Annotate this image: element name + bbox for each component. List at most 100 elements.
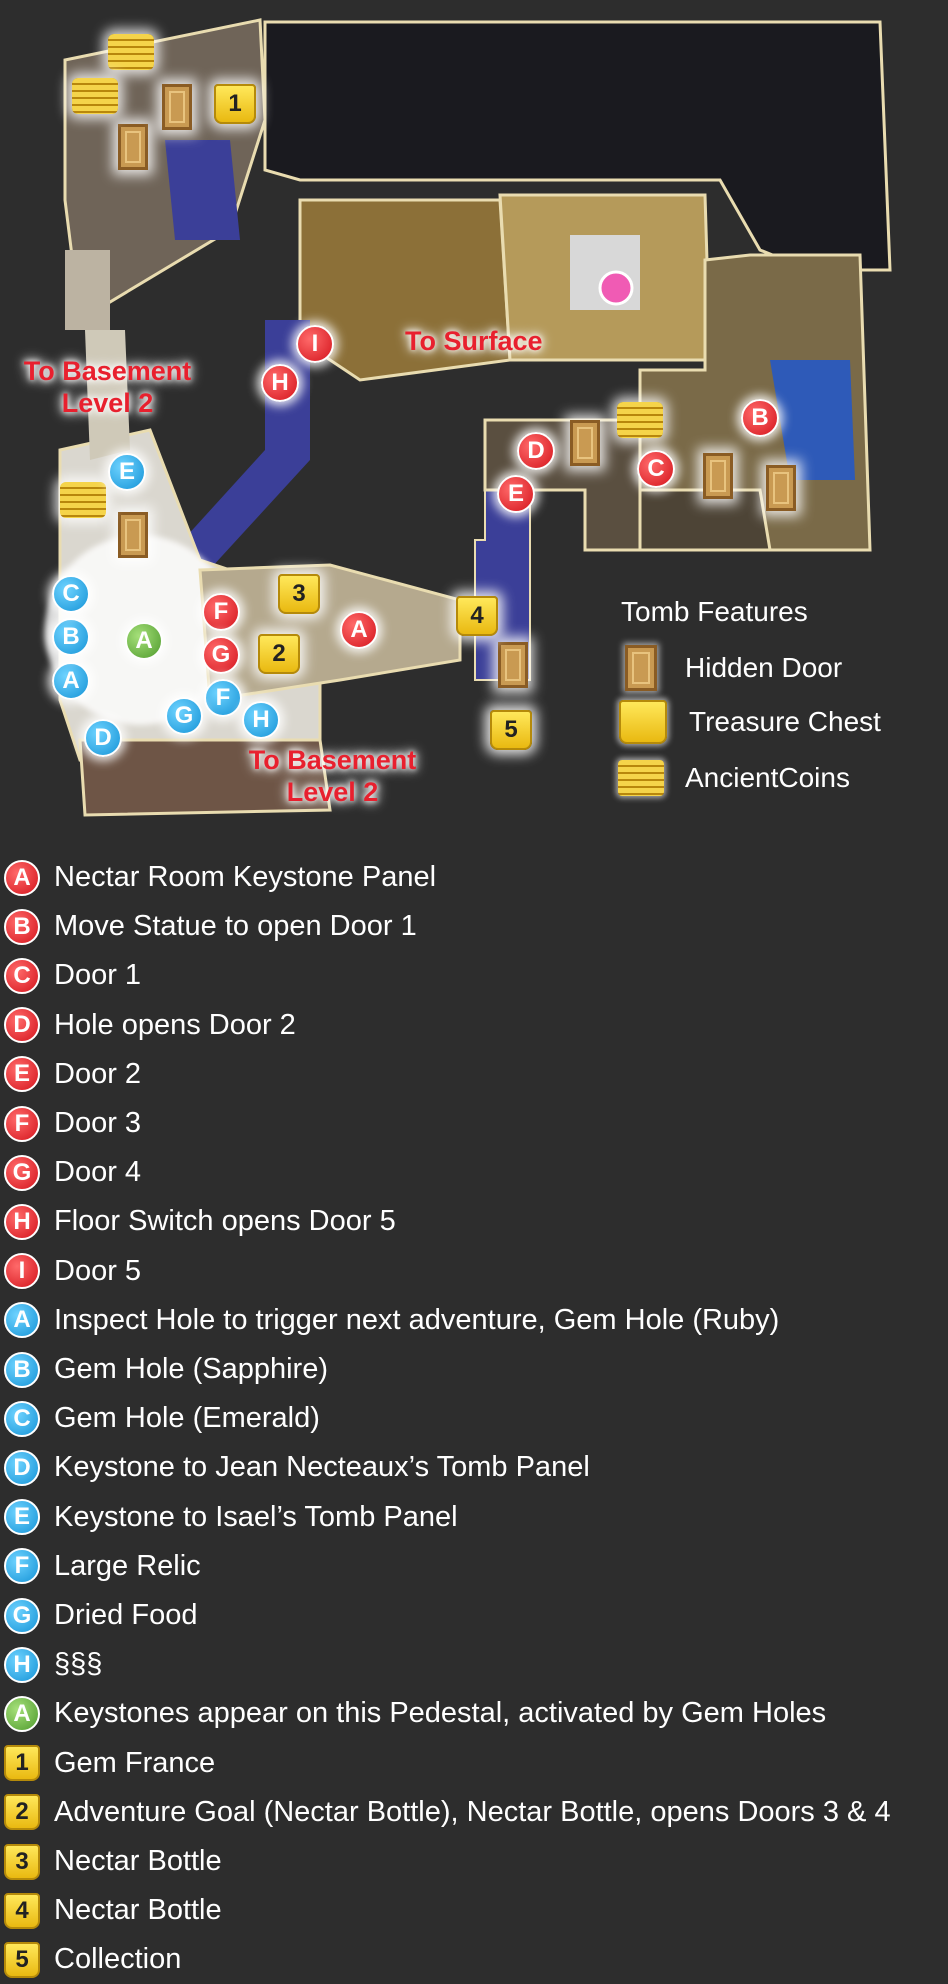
legend-item: A Nectar Room Keystone Panel (0, 853, 436, 902)
legend-item: D Keystone to Jean Necteaux’s Tomb Panel (0, 1443, 590, 1492)
legend-item: F Door 3 (0, 1099, 141, 1148)
map-marker-blue-A: A (52, 662, 90, 700)
hidden-door-icon (118, 512, 148, 558)
legend-item: 3 Nectar Bottle (0, 1837, 222, 1886)
legend-text: Nectar Bottle (54, 1845, 222, 1877)
legend-marker-red: E (4, 1056, 40, 1093)
map-marker-blue-C: C (52, 575, 90, 613)
treasure-chest-2: 2 (258, 634, 300, 674)
hall-surface (298, 198, 512, 382)
legend-marker-chest: 1 (4, 1745, 40, 1782)
legend-marker-chest: 4 (4, 1892, 40, 1929)
legend-text: Move Statue to open Door 1 (54, 910, 417, 943)
legend-marker-blue: A (4, 1302, 40, 1339)
legend-text: Keystone to Jean Necteaux’s Tomb Panel (54, 1451, 590, 1484)
ancient-coins-icon (618, 760, 664, 796)
legend-marker-blue: G (4, 1597, 40, 1634)
legend-marker-blue: F (4, 1548, 40, 1585)
legend-item: 4 Nectar Bottle (0, 1886, 222, 1935)
treasure-chest-4: 4 (456, 596, 498, 636)
hidden-door-icon (625, 645, 657, 691)
map-marker-red-B: B (741, 399, 779, 437)
label-to-surface: To Surface (405, 326, 543, 356)
hidden-door-icon (118, 124, 148, 170)
legend-marker-red: C (4, 957, 40, 994)
legend-marker-blue: D (4, 1449, 40, 1486)
hidden-door-icon (162, 84, 192, 130)
map-marker-blue-D: D (84, 719, 122, 757)
map-marker-green-A: A (125, 622, 163, 660)
legend-text: Nectar Room Keystone Panel (54, 861, 437, 893)
legend-text: Collection (54, 1943, 182, 1976)
legend-marker-red: G (4, 1154, 40, 1191)
corridor-basement-west (65, 250, 110, 330)
legend-text: Adventure Goal (Nectar Bottle), Nectar B… (54, 1795, 891, 1828)
legend-text: Large Relic (54, 1549, 201, 1582)
legend-text: Floor Switch opens Door 5 (54, 1205, 396, 1238)
legend-text: Door 2 (54, 1057, 142, 1090)
legend-text: Dried Food (54, 1599, 198, 1631)
feature-row-hidden-door: Hidden Door (625, 645, 842, 691)
legend-text: Hole opens Door 2 (54, 1008, 296, 1041)
legend-marker-chest: 2 (4, 1794, 40, 1831)
legend-item: A Inspect Hole to trigger next adventure,… (0, 1296, 779, 1345)
legend-text: Door 3 (54, 1107, 142, 1139)
legend-text: Nectar Bottle (54, 1894, 222, 1927)
hidden-door-icon (498, 642, 528, 688)
map-marker-red-F: F (202, 593, 240, 631)
legend-marker-red: H (4, 1203, 40, 1240)
legend-item: 5 Collection (0, 1935, 181, 1984)
legend-item: 2 Adventure Goal (Nectar Bottle), Nectar … (0, 1788, 891, 1837)
legend-item: E Keystone to Isael’s Tomb Panel (0, 1493, 458, 1542)
map-marker-blue-E: E (108, 453, 146, 491)
legend-item: H Floor Switch opens Door 5 (0, 1197, 396, 1246)
legend-text: Keystones appear on this Pedestal, activ… (54, 1697, 827, 1730)
map-marker-red-D: D (517, 432, 555, 470)
pink-pedestal (598, 270, 634, 306)
legend-marker-blue: C (4, 1400, 40, 1437)
map-marker-blue-H: H (242, 701, 280, 739)
feature-label: AncientCoins (685, 762, 850, 793)
map-marker-red-H: H (261, 364, 299, 402)
legend-text: §§§ (54, 1648, 103, 1681)
ancient-coins-icon (72, 78, 118, 114)
legend-item: B Gem Hole (Sapphire) (0, 1345, 328, 1394)
treasure-chest-1: 1 (214, 84, 256, 124)
unexplored-area (263, 20, 892, 272)
tomb-map: To Surface To Basement Level 2 To Baseme… (0, 0, 948, 830)
legend-text: Gem Hole (Sapphire) (54, 1353, 328, 1385)
corridor-west (85, 330, 130, 460)
tomb-features-title: Tomb Features (621, 596, 808, 627)
legend-marker-blue: E (4, 1499, 40, 1536)
map-marker-blue-F: F (204, 679, 242, 717)
treasure-chest-5: 5 (490, 710, 532, 750)
legend-marker-red: A (4, 859, 40, 896)
ancient-coins-icon (108, 34, 154, 70)
legend-marker-blue: B (4, 1351, 40, 1388)
legend-marker-chest: 5 (4, 1941, 40, 1978)
feature-label: Hidden Door (685, 652, 843, 683)
treasure-chest-3: 3 (278, 574, 320, 614)
legend-marker-red: F (4, 1105, 40, 1142)
legend-marker-red: I (4, 1253, 40, 1290)
legend-text: Inspect Hole to trigger next adventure, … (54, 1303, 780, 1336)
feature-row-treasure-chest: Treasure Chest (619, 700, 881, 744)
map-marker-red-C: C (637, 450, 675, 488)
hidden-door-icon (570, 420, 600, 466)
label-to-basement-west: To Basement Level 2 (23, 356, 192, 418)
legend-marker-chest: 3 (4, 1843, 40, 1880)
legend-marker-red: B (4, 908, 40, 945)
treasure-chest-icon (619, 700, 667, 744)
legend-item: E Door 2 (0, 1050, 141, 1099)
ancient-coins-icon (617, 402, 663, 438)
legend-text: Keystone to Isael’s Tomb Panel (54, 1500, 458, 1533)
hidden-door-icon (766, 465, 796, 511)
corridor-blue-east (770, 360, 855, 480)
legend-item: H§§§ (0, 1640, 102, 1689)
map-marker-blue-B: B (52, 618, 90, 656)
map-marker-red-G: G (202, 636, 240, 674)
